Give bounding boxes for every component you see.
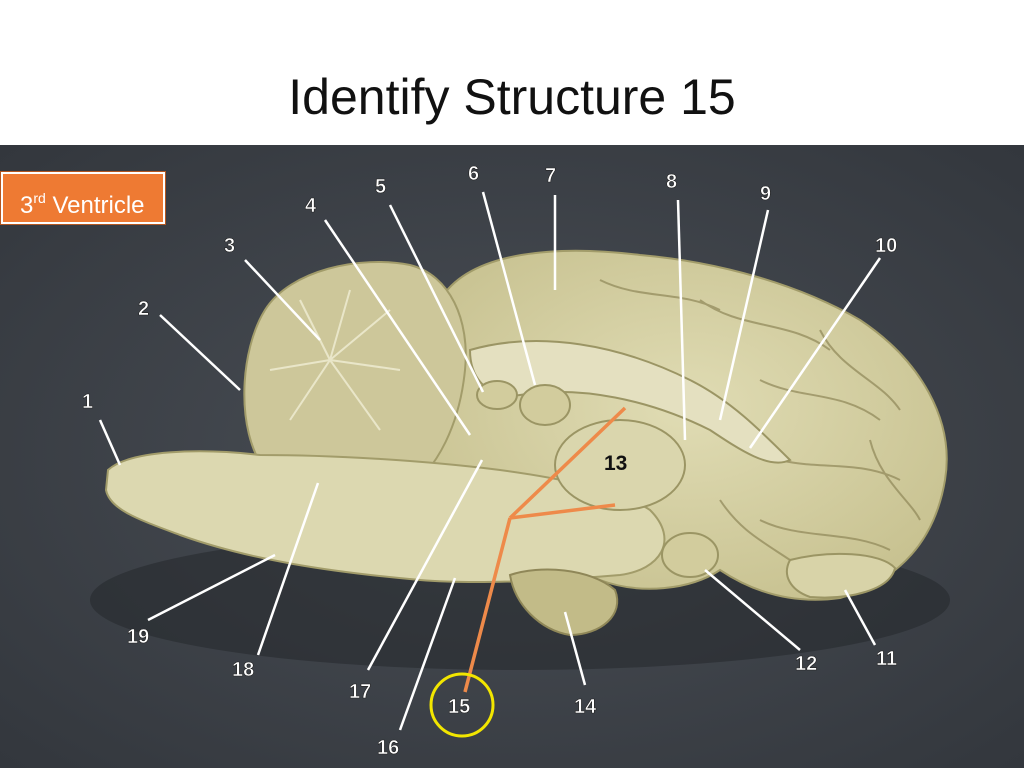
label-17: 17 [349,681,371,703]
label-4: 4 [305,195,317,217]
superior-colliculus [519,384,571,426]
answer-badge: 3rd Ventricle [1,172,165,224]
label-3: 3 [224,235,235,257]
arbor-vitae [269,289,401,431]
label-15: 15 [448,696,470,718]
olfactory-bulb [785,552,897,599]
slide-title: Identify Structure 15 [288,69,736,125]
label-9: 9 [760,183,771,205]
answer-superscript: rd [33,190,46,206]
label-11: 11 [876,648,897,670]
highlight-circle [429,672,495,738]
label-18: 18 [232,659,254,681]
leader-lines [98,191,882,731]
cerebellum [243,261,467,501]
label-7: 7 [545,165,556,187]
gyri-pattern [599,279,921,561]
answer-prefix: 3 [20,192,34,219]
optic-chiasm [661,532,719,578]
label-19: 19 [127,626,149,648]
label-13: 13 [604,452,627,475]
label-12: 12 [795,653,817,675]
corpus-callosum [468,340,792,464]
label-5: 5 [375,176,386,198]
label-16: 16 [377,737,399,759]
pituitary-region [508,568,619,637]
structure-15-pointer [463,406,627,693]
inferior-colliculus [476,380,518,410]
label-10: 10 [875,235,897,257]
label-8: 8 [666,171,677,193]
answer-text: Ventricle [45,192,145,219]
label-1: 1 [82,391,93,413]
label-14: 14 [574,696,597,718]
label-2: 2 [138,298,149,320]
brainstem [104,450,666,584]
brain-specimen-photo: 1 2 3 4 5 6 7 8 9 10 11 12 14 16 17 18 1… [0,145,1024,768]
label-6: 6 [468,163,479,185]
